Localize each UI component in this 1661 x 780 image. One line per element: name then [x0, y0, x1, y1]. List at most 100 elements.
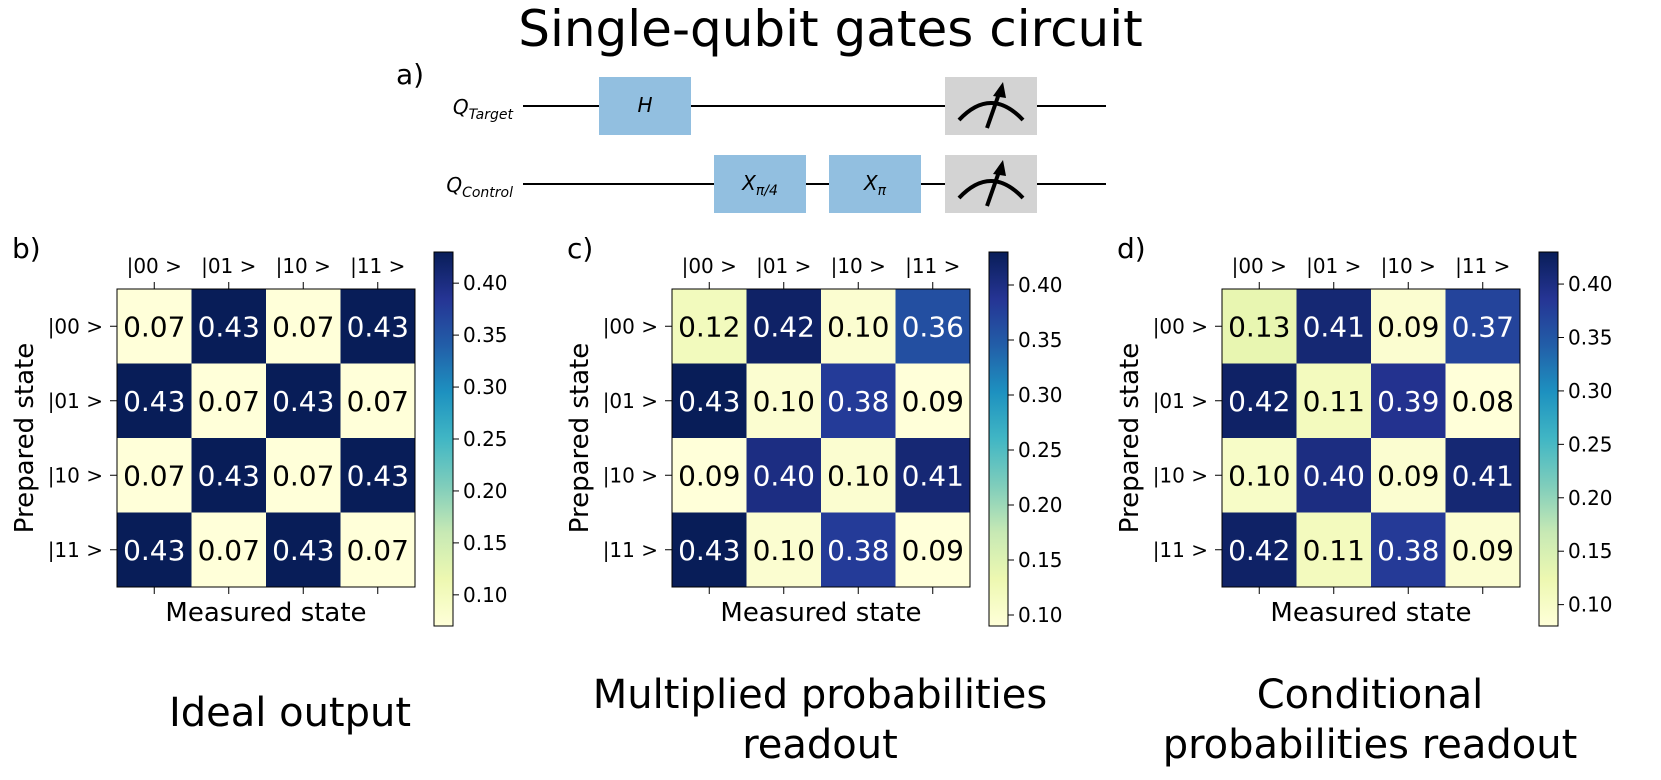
meter-icon [957, 101, 1025, 122]
cell-value-label: 0.09 [1377, 310, 1439, 343]
panel-title-multiplied: Multiplied probabilities readout [592, 672, 1048, 768]
colorbar-tick-label: 0.15 [463, 531, 508, 555]
cell-value-label: 0.09 [1452, 534, 1514, 567]
heatmap-cell [266, 363, 341, 439]
panel-label: c) [567, 232, 593, 265]
cell-value-label: 0.08 [1452, 385, 1514, 418]
cell-value-label: 0.10 [753, 385, 815, 418]
heatmap-cell [746, 512, 822, 588]
panel-title-ideal: Ideal output [168, 690, 412, 736]
cell-value-label: 0.09 [1377, 459, 1439, 492]
heatmap-cell [1371, 438, 1446, 513]
x-tick-label: |00 > [682, 254, 737, 278]
cell-value-label: 0.36 [902, 310, 964, 343]
qubit-label: QControl [446, 173, 513, 201]
heatmap-cell [266, 512, 341, 588]
x-tick-label: |00 > [127, 254, 182, 278]
colorbar-tick-label: 0.10 [463, 583, 508, 607]
cell-value-label: 0.10 [753, 534, 815, 567]
y-axis-label: Prepared state [565, 343, 595, 534]
heatmap-cell [1445, 512, 1521, 588]
heatmap-cell [1445, 438, 1521, 513]
heatmap-cell [895, 512, 971, 588]
y-tick-label: |10 > [603, 463, 658, 487]
heatmap-cell [672, 363, 747, 439]
heatmap-cell [1296, 438, 1372, 513]
colorbar-tick-label: 0.25 [463, 427, 508, 451]
cell-value-label: 0.42 [1228, 385, 1290, 418]
cell-value-label: 0.07 [198, 385, 260, 418]
heatmap-cell [1222, 438, 1297, 513]
colorbar-tick-label: 0.40 [1018, 273, 1063, 297]
cell-value-label: 0.07 [123, 459, 185, 492]
x-tick-label: |01 > [1306, 254, 1361, 278]
figure-title: Single-qubit gates circuit [518, 0, 1143, 58]
cell-value-label: 0.43 [123, 534, 185, 567]
colorbar-tick-label: 0.35 [463, 323, 508, 347]
colorbar-tick-label: 0.40 [1568, 272, 1613, 296]
heatmap-cell [266, 438, 341, 513]
heatmap-cell [266, 289, 341, 364]
cell-value-label: 0.43 [678, 385, 740, 418]
y-tick-label: |10 > [1153, 463, 1208, 487]
heatmap-cell [191, 363, 267, 439]
heatmap-frame [671, 288, 971, 588]
heatmap-cell [1296, 363, 1372, 439]
panel-label: d) [1117, 232, 1146, 265]
cell-value-label: 0.07 [272, 459, 334, 492]
colorbar [1538, 251, 1559, 627]
y-tick-label: |11 > [603, 538, 658, 562]
heatmap-frame [1221, 288, 1521, 588]
cell-value-label: 0.13 [1228, 310, 1290, 343]
colorbar-tick-label: 0.30 [1568, 379, 1613, 403]
cell-value-label: 0.41 [1303, 310, 1365, 343]
colorbar-tick-label: 0.40 [463, 271, 508, 295]
heatmap-cell [1371, 363, 1446, 439]
heatmap-cell [117, 289, 192, 364]
colorbar-tick-label: 0.25 [1018, 438, 1063, 462]
cell-value-label: 0.42 [1228, 534, 1290, 567]
measure-box [945, 155, 1037, 213]
heatmap-cell [117, 512, 192, 588]
qubit-label: QTarget [453, 95, 514, 123]
heatmap-cell [1222, 512, 1297, 588]
heatmap-cell [821, 512, 896, 588]
heatmap-cell [191, 289, 267, 364]
gate-box [714, 155, 806, 213]
cell-value-label: 0.38 [827, 385, 889, 418]
meter-arrowhead-icon [993, 82, 1006, 98]
y-tick-label: |11 > [1153, 538, 1208, 562]
heatmap-cell [340, 438, 416, 513]
heatmap-cell [746, 289, 822, 364]
heatmap-cell [1371, 289, 1446, 364]
colorbar-tick-label: 0.25 [1568, 432, 1613, 456]
heatmap-cell [1445, 289, 1521, 364]
cell-value-label: 0.43 [347, 310, 409, 343]
x-tick-label: |11 > [905, 254, 960, 278]
heatmap-frame [116, 288, 416, 588]
heatmap-cell [821, 438, 896, 513]
x-tick-label: |11 > [350, 254, 405, 278]
x-axis-label: Measured state [720, 598, 921, 628]
colorbar-tick-label: 0.20 [1568, 486, 1613, 510]
heatmap-cell [1222, 289, 1297, 364]
heatmap-cell [1445, 363, 1521, 439]
y-tick-label: |01 > [603, 389, 658, 413]
x-axis-label: Measured state [1270, 598, 1471, 628]
y-axis-label: Prepared state [10, 343, 40, 534]
colorbar-tick-label: 0.10 [1568, 593, 1613, 617]
meter-arrowhead-icon [993, 160, 1006, 176]
heatmap-cell [191, 438, 267, 513]
y-tick-label: |11 > [48, 538, 103, 562]
x-tick-label: |01 > [756, 254, 811, 278]
y-tick-label: |01 > [48, 389, 103, 413]
cell-value-label: 0.38 [827, 534, 889, 567]
y-tick-label: |10 > [48, 463, 103, 487]
cell-value-label: 0.40 [753, 459, 815, 492]
cell-value-label: 0.43 [347, 459, 409, 492]
heatmap-cell [1371, 512, 1446, 588]
cell-value-label: 0.12 [678, 310, 740, 343]
